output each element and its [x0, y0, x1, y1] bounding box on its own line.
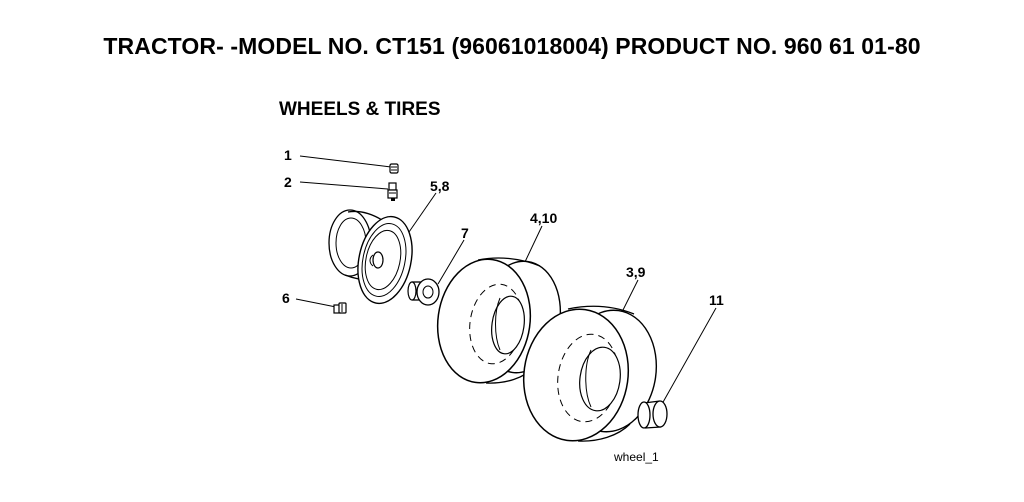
callout-5-8: 5,8 [430, 178, 450, 194]
tire-rear-part [522, 305, 658, 442]
callout-2: 2 [284, 174, 292, 190]
bolt-part [333, 302, 347, 314]
rim-part [328, 209, 413, 305]
callout-6: 6 [282, 290, 290, 306]
section-title: WHEELS & TIRES [279, 99, 441, 120]
page-title: TRACTOR- -MODEL NO. CT151 (96061018004) … [103, 33, 921, 59]
valve-cap-part [389, 163, 399, 174]
spacer-washer-part [407, 278, 440, 306]
callout-11: 11 [709, 292, 724, 308]
tire-front-part [436, 257, 562, 384]
callout-1: 1 [284, 147, 292, 163]
figure-id-label: wheel_1 [613, 450, 659, 464]
valve-stem-part [387, 182, 398, 201]
leader-lines [295, 155, 717, 405]
callout-7: 7 [461, 225, 469, 241]
callout-labels: 1 2 5,8 4,10 7 3,9 6 11 wheel_1 [282, 147, 724, 464]
bushing-part [637, 400, 668, 429]
callout-4-10: 4,10 [530, 210, 557, 226]
callout-3-9: 3,9 [626, 264, 646, 280]
